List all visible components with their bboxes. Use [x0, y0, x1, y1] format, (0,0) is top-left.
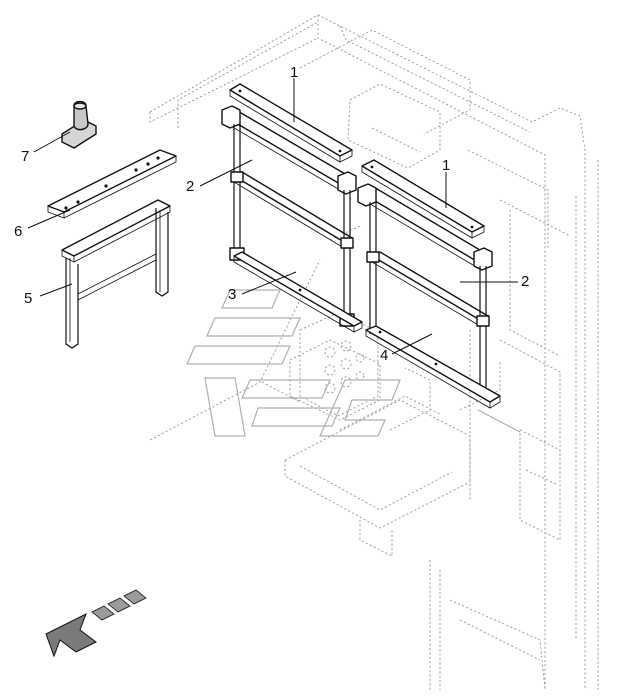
part-5-frame — [61, 199, 171, 349]
cab-outline — [149, 14, 599, 691]
callout-5: 5 — [24, 290, 32, 307]
callout-4: 4 — [380, 347, 388, 364]
forward-direction-arrow-icon — [45, 589, 147, 658]
callout-1-left: 1 — [290, 64, 298, 81]
part-6-plate — [47, 149, 177, 219]
brand-watermark-icon — [186, 289, 401, 437]
part-3-bottom-bar — [233, 251, 363, 333]
part-4-bottom-bar — [365, 325, 501, 409]
callout-3: 3 — [228, 286, 236, 303]
callout-2-right: 2 — [521, 273, 529, 290]
callout-7: 7 — [21, 148, 29, 165]
part-2-frame-right — [357, 183, 493, 398]
leader-lines — [27, 78, 518, 355]
callout-1-right: 1 — [442, 157, 450, 174]
callout-labels: 1 1 2 2 3 4 5 6 7 — [14, 64, 529, 364]
part-1-top-bar-right — [361, 159, 485, 239]
part-1-top-bar-left — [229, 83, 353, 163]
part-7-knob — [61, 100, 97, 149]
callout-2-left: 2 — [186, 178, 194, 195]
callout-6: 6 — [14, 223, 22, 240]
part-2-frame-left — [221, 105, 357, 327]
